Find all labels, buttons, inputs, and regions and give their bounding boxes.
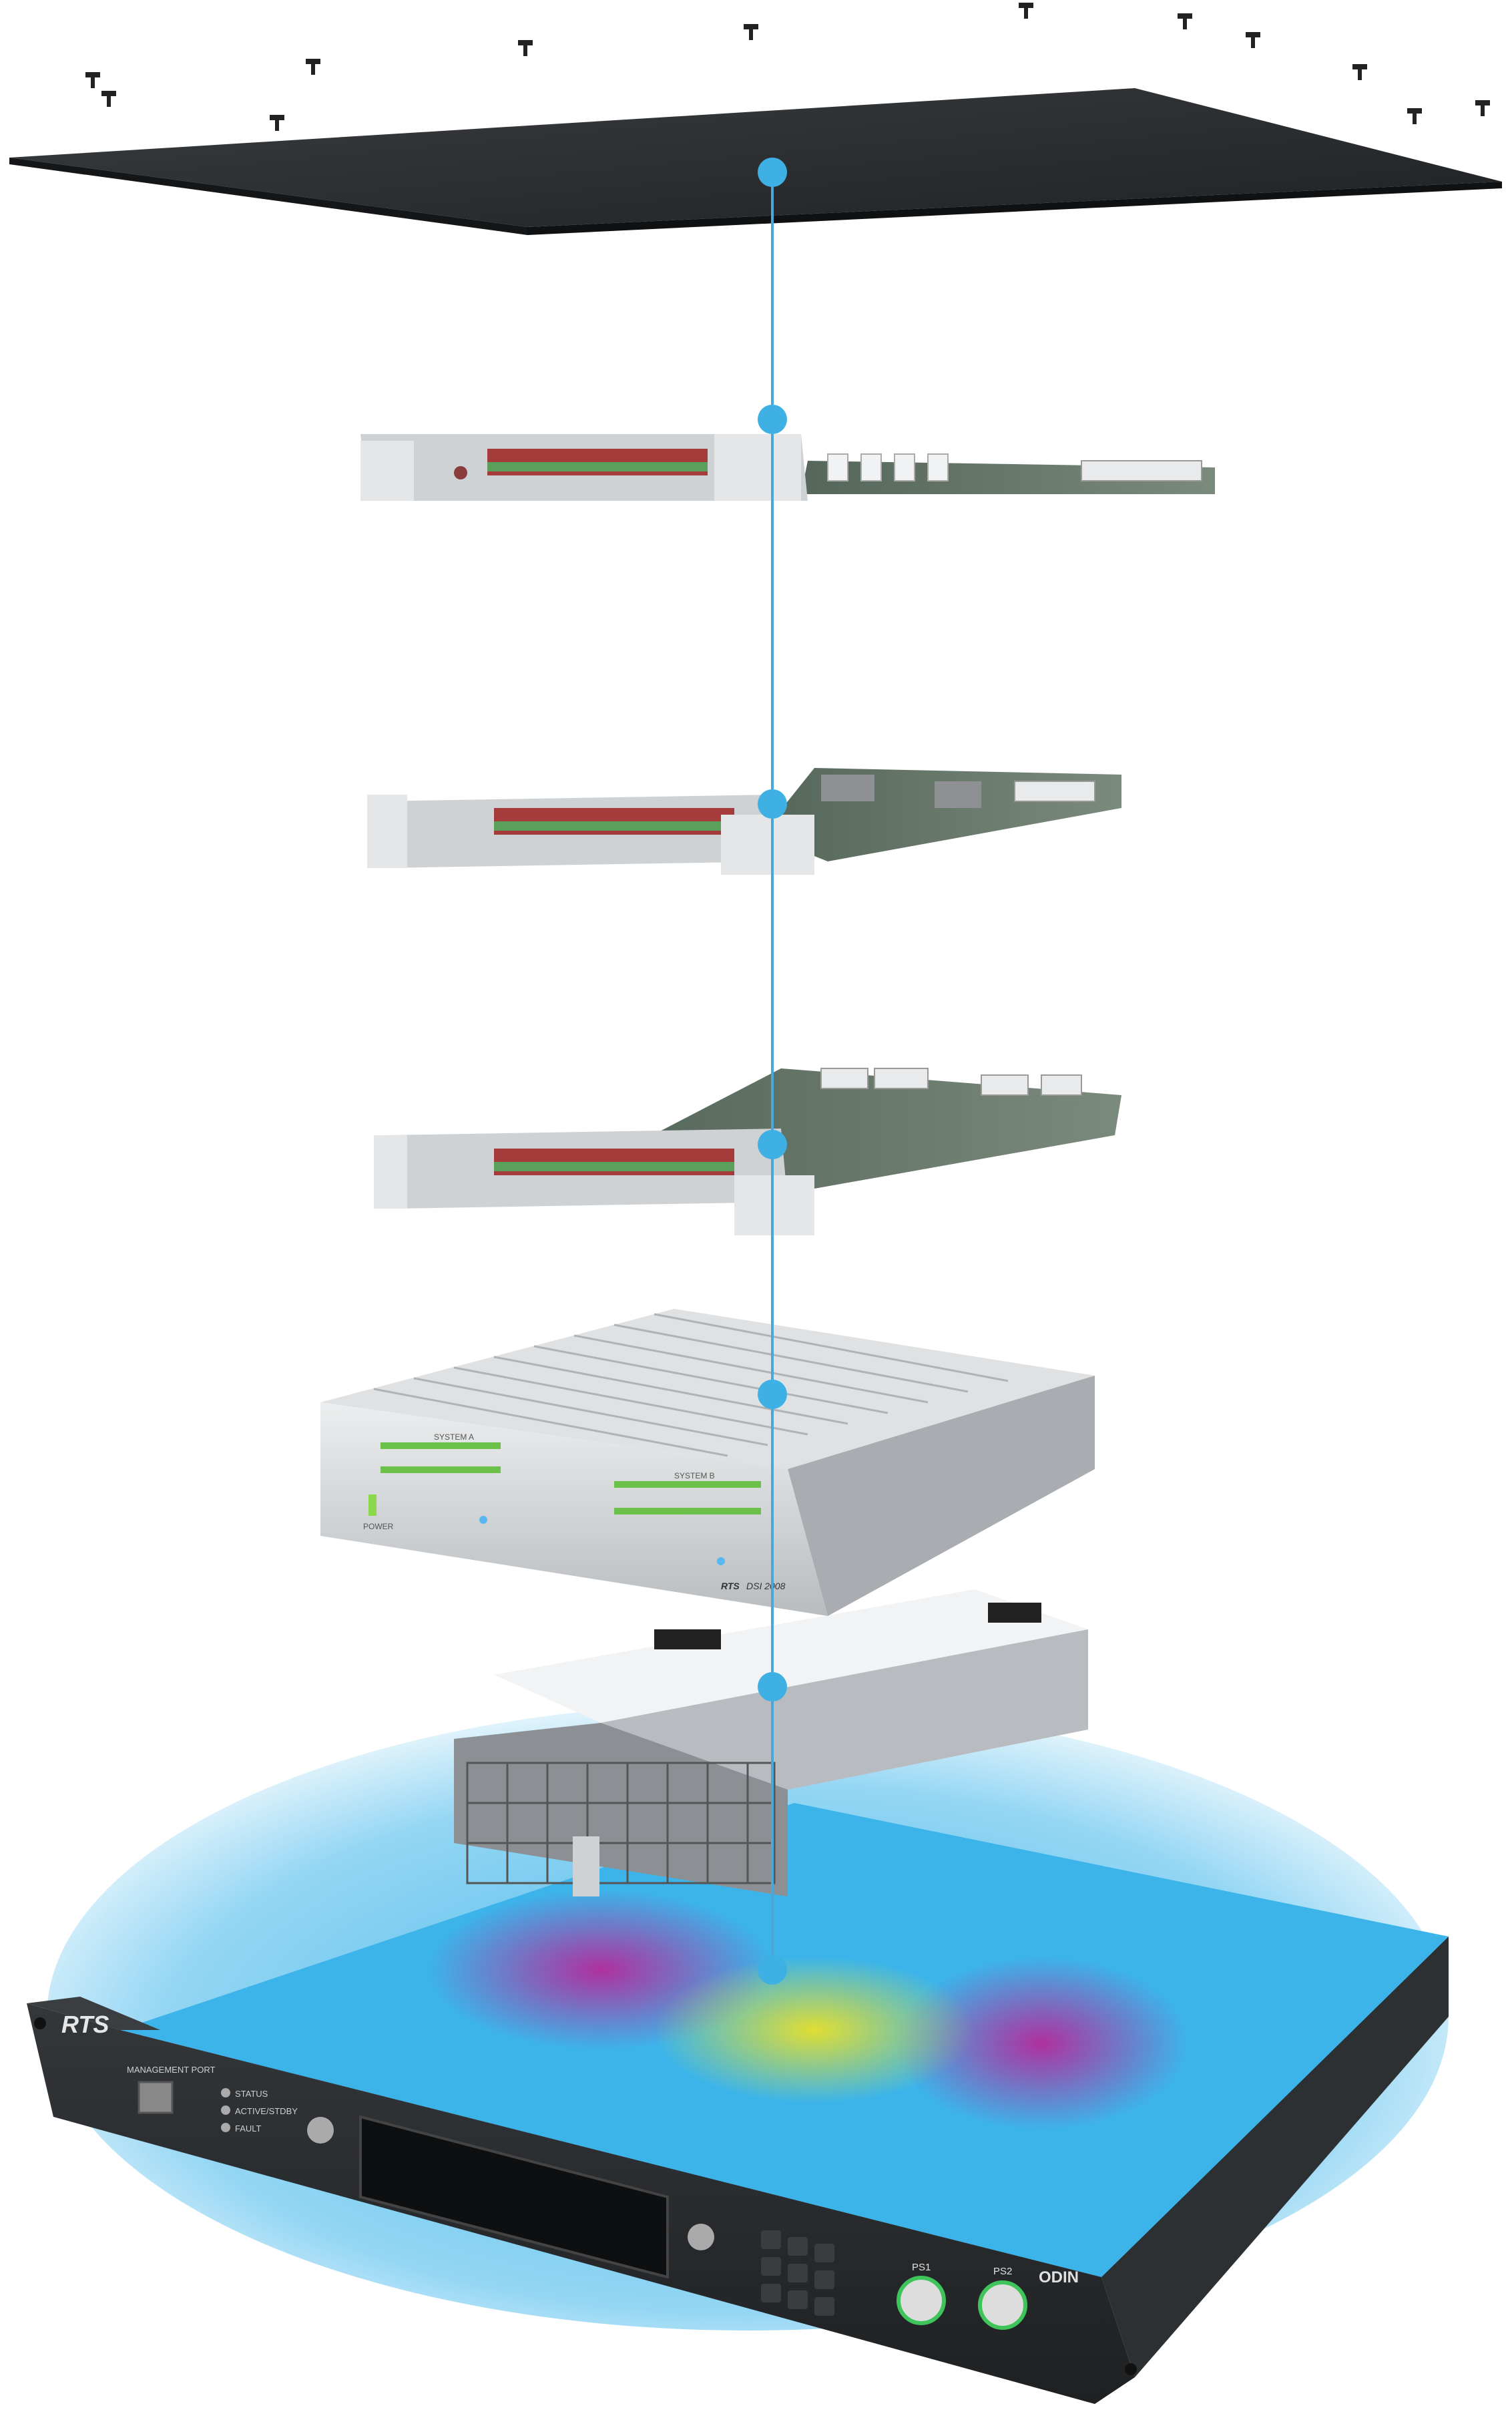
dsi-brand-label: RTS [721,1581,740,1591]
knob-icon [307,2117,334,2144]
screws [85,3,1490,131]
handle [573,1836,599,1896]
card-handle [367,795,407,868]
card-handle [714,434,801,501]
screw-icon [518,40,533,56]
connector-dot [758,1130,787,1159]
card-handle [721,815,814,875]
ethernet-port-icon [138,2081,174,2114]
led-icon [221,2105,230,2115]
rack-hole-icon [1125,2363,1137,2375]
screw-icon [1019,3,1033,19]
brand-logo: RTS [61,2011,109,2038]
model-label: ODIN [1039,2268,1079,2286]
screw-icon [85,72,100,88]
led-label-status: STATUS [235,2089,268,2099]
led-label-fault: FAULT [235,2123,262,2134]
card-handle [374,1135,407,1209]
screw-icon [1475,100,1490,116]
assembly-connector [758,158,787,1985]
led-icon [221,2088,230,2097]
led-icon [717,1557,725,1565]
heatsink-fins [373,1313,1009,1457]
screw-icon [1352,64,1367,80]
connector-dot [758,1672,787,1701]
system-b-label: SYSTEM B [674,1471,715,1480]
system-a-label: SYSTEM A [434,1432,474,1442]
knob-icon [688,2224,714,2250]
connector-dot [758,1955,787,1985]
led-icon [479,1516,487,1524]
led-icon [221,2123,230,2132]
connector-dot [758,158,787,187]
interface-card-1 [360,434,1215,501]
power-button-icon [897,2276,946,2325]
management-port-label: MANAGEMENT PORT [127,2065,215,2075]
level-meters [381,1442,761,1514]
odin-chassis: RTS MANAGEMENT PORT STATUS ACTIVE/STDBY … [27,1803,1449,2404]
screw-icon [270,115,284,131]
yellow-blob [654,1957,975,2103]
fan-grille [466,1762,776,1884]
dsi-model-label: DSI 2008 [746,1581,786,1591]
connector-dot [758,405,787,434]
ps2-label: PS2 [993,2266,1012,2277]
keypad [761,2230,834,2316]
interface-card-2 [367,768,1121,875]
screw-icon [1407,108,1422,124]
screw-icon [306,59,320,75]
vent-grille [654,1603,1041,1649]
magenta-blob [895,1957,1188,2130]
screw-icon [1246,32,1260,48]
connector-dot [758,789,787,819]
screw-icon [101,91,116,107]
led-label-active-stdby: ACTIVE/STDBY [235,2106,298,2116]
rack-hole-icon [34,2017,46,2029]
led-icon [454,466,467,479]
connector-dot [758,1380,787,1409]
dsi-2008-unit: SYSTEM A SYSTEM B POWER RTS DSI 2008 [320,1309,1095,1616]
screw-icon [744,24,758,40]
interface-card-3 [374,1068,1121,1235]
power-led-icon [368,1494,376,1516]
ps1-label: PS1 [912,2262,931,2273]
card-handle [360,441,414,501]
power-supply-module [454,1589,1088,1896]
card-handle [734,1175,814,1235]
dsi-power-label: POWER [363,1522,394,1531]
power-button-icon [978,2280,1027,2330]
top-lid [9,88,1502,235]
screw-icon [1178,13,1192,29]
